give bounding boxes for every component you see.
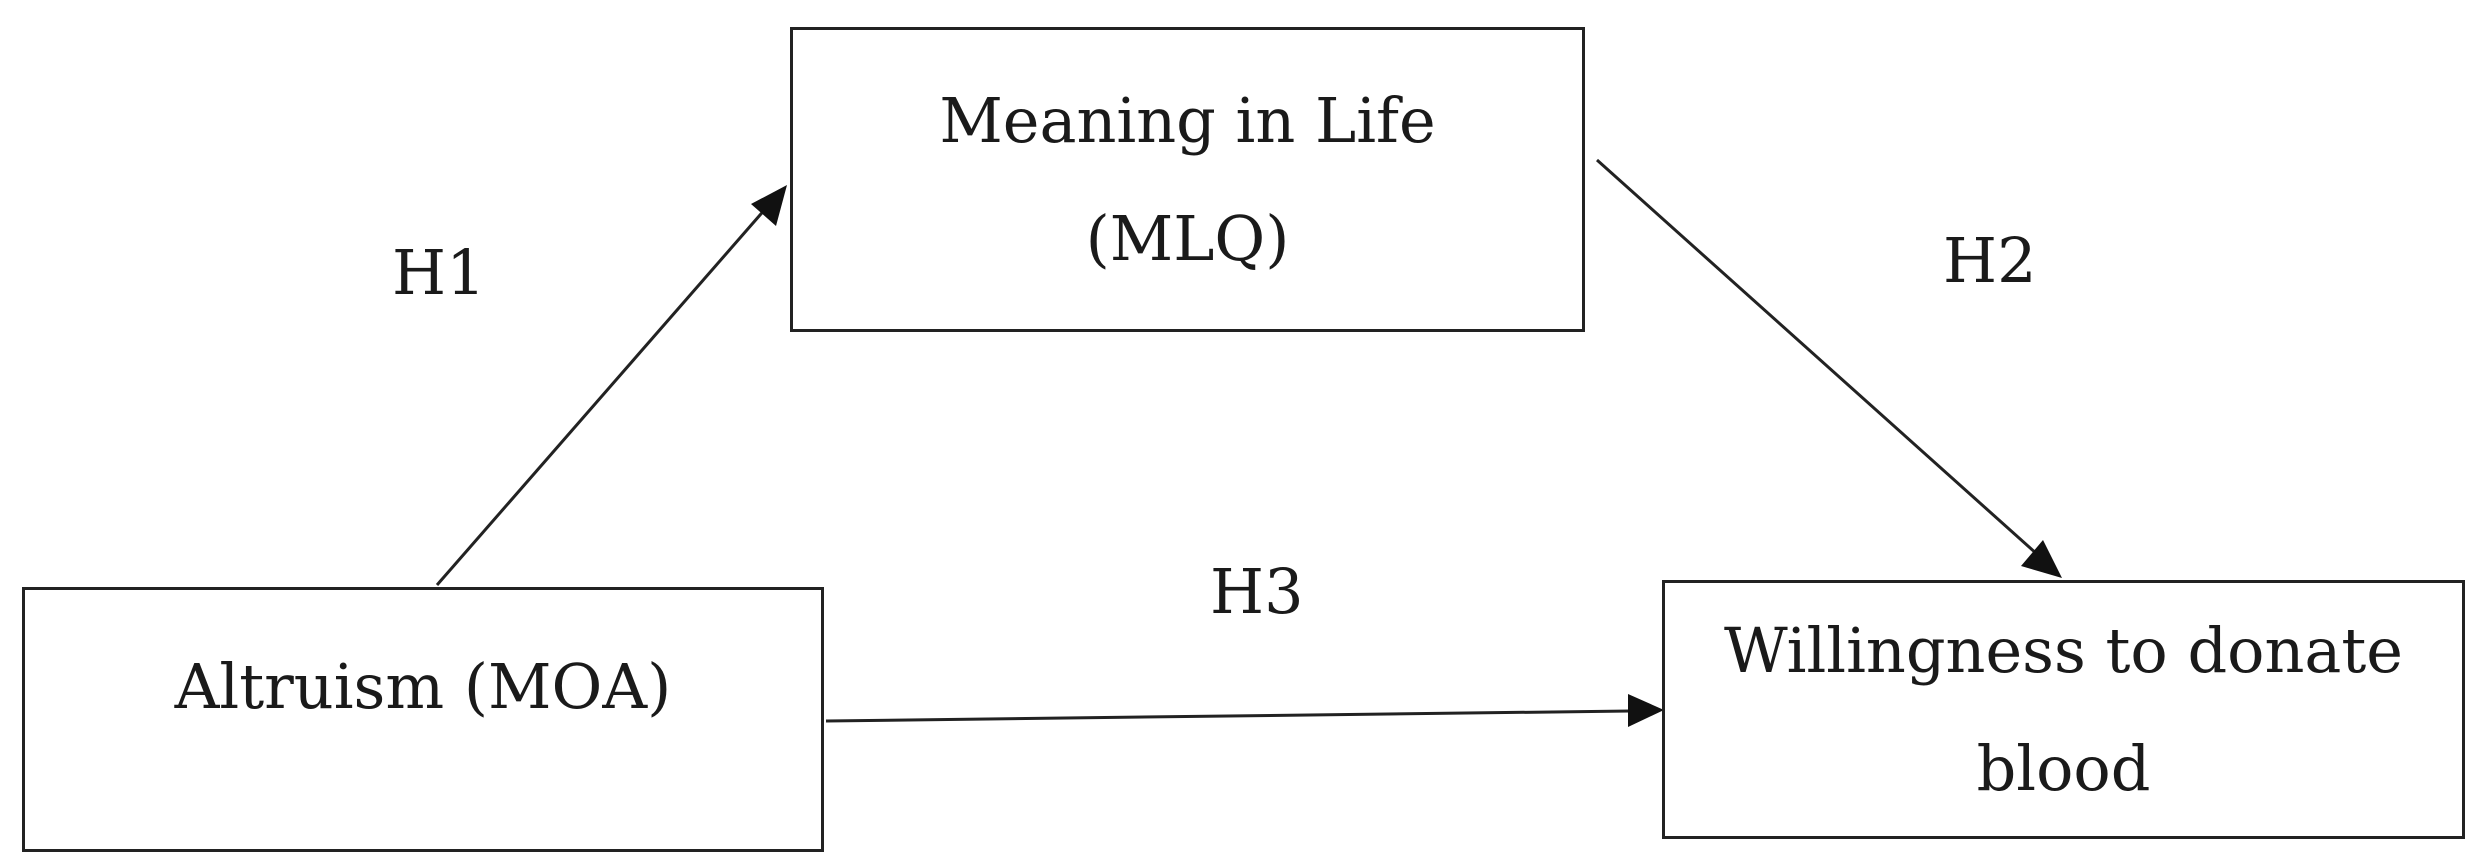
node-altruism-label: Altruism (MOA) <box>174 650 672 723</box>
edge-h1-line <box>435 206 769 586</box>
edge-h2-arrowhead <box>2021 540 2062 578</box>
edge-h2-line <box>1595 158 2040 557</box>
hypothesis-label-h2: H2 <box>1943 224 2037 297</box>
node-meaning-in-life: Meaning in Life (MLQ) <box>790 27 1585 332</box>
node-willingness-to-donate: Willingness to donate blood <box>1662 580 2465 839</box>
hypothesis-label-h1: H1 <box>392 236 486 309</box>
node-willingness-to-donate-label: Willingness to donate blood <box>1723 613 2403 805</box>
edge-h3-line <box>825 709 1631 723</box>
hypothesis-label-h3: H3 <box>1210 555 1304 628</box>
node-meaning-in-life-label: Meaning in Life (MLQ) <box>939 83 1436 275</box>
edge-h3-arrowhead <box>1628 694 1664 727</box>
node-altruism: Altruism (MOA) <box>22 587 824 852</box>
edge-h1-arrowhead <box>751 185 787 226</box>
